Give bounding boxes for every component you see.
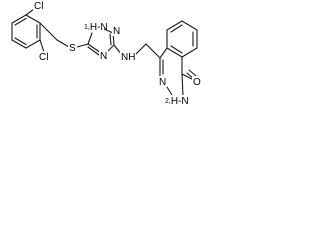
phthalazine-nh-label: 2,H-N — [165, 96, 189, 107]
cl-top-label: Cl — [34, 1, 43, 12]
bond-cl-top — [25, 8, 35, 16]
bond-ch2-s — [56, 39, 70, 48]
cl-bottom-label: Cl — [39, 52, 48, 63]
bond-ch2-phthalazine — [145, 43, 161, 59]
molecule-diagram: Cl Cl S 1,H-N N N NH N 2,H-N O — [11, 0, 202, 107]
triazole-nh-superscript: 1, — [84, 24, 90, 31]
phthalazine-nh-text: H-N — [171, 96, 189, 107]
phthalazine-benzo-ring — [166, 20, 198, 58]
dichlorophenyl-ring — [11, 14, 41, 49]
sulfur-label: S — [69, 43, 76, 54]
phthalazine-nh-superscript: 2, — [165, 98, 171, 105]
bond-ring-ch2 — [39, 22, 58, 41]
phthalazine-diazinone-ring — [159, 47, 193, 97]
carbonyl-o-label: O — [193, 77, 201, 88]
amine-nh-label: NH — [121, 52, 135, 63]
bond-carbonyl-1 — [188, 69, 197, 77]
structure-canvas: Cl Cl S 1,H-N N N NH N 2,H-N O — [0, 0, 229, 117]
triazole-nh-text: H-N — [90, 22, 108, 33]
triazole-nh-label: 1,H-N — [84, 22, 108, 33]
phthalazine-n-label: N — [159, 77, 166, 88]
triazole-n-upper-label: N — [113, 26, 120, 37]
triazole-n-lower-label: N — [100, 51, 107, 62]
bond-s-triazole — [76, 43, 89, 48]
bond-cl-bottom — [39, 39, 45, 53]
bond-nh-ch2 — [134, 43, 147, 56]
